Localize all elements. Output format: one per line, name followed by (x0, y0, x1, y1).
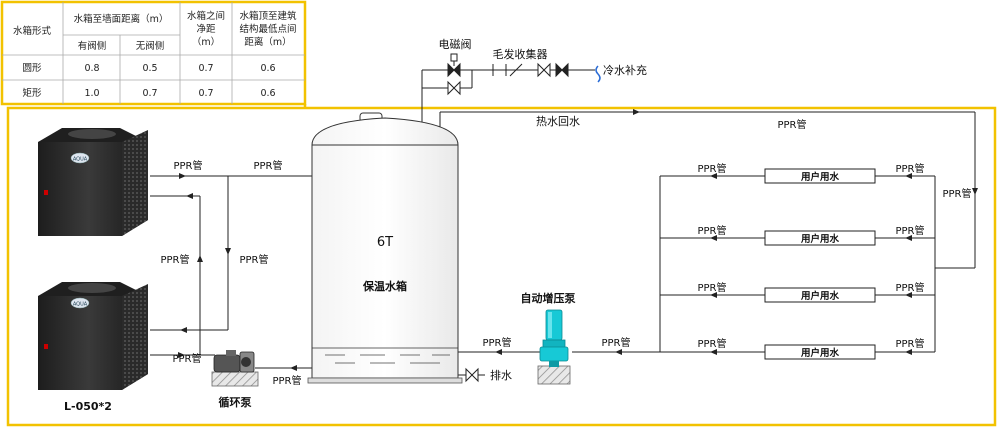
table-header-wall-distance: 水箱至墙面距离（m） (74, 13, 169, 25)
cold-water-label: 冷水补充 (603, 63, 647, 77)
ppr-label-9: PPR管 (697, 162, 726, 175)
ppr-label-10: PPR管 (697, 224, 726, 237)
heat-pump-unit-top[interactable]: AQUA (38, 128, 148, 236)
top-valves (447, 53, 569, 383)
user-box-3[interactable] (764, 287, 876, 303)
ppr-label-17: PPR管 (942, 187, 971, 200)
ppr-label-14: PPR管 (895, 224, 924, 237)
check-valve-2[interactable] (555, 62, 569, 78)
hair-collector-label: 毛发收集器 (493, 47, 548, 61)
brand-badge-top: AQUA (73, 157, 88, 163)
booster-pump-label: 自动增压泵 (521, 291, 576, 305)
user-box-1[interactable] (764, 168, 876, 184)
ppr-label-4: PPR管 (239, 253, 268, 266)
ppr-label-11: PPR管 (697, 281, 726, 294)
table-row-round-without: 0.5 (142, 63, 157, 74)
booster-pump[interactable] (537, 309, 571, 385)
ppr-label-1: PPR管 (173, 159, 202, 172)
hair-collector[interactable] (492, 63, 523, 77)
table-row-rect-with: 1.0 (84, 88, 99, 99)
user-box-1-label: 用户用水 (800, 171, 840, 183)
table-header-between-1: 水箱之间 (187, 10, 225, 22)
tank-capacity: 6T (377, 235, 393, 250)
table-row-round-between: 0.7 (198, 63, 213, 74)
ppr-label-5: PPR管 (172, 352, 201, 365)
user-box-4-label: 用户用水 (800, 347, 840, 359)
user-box-2[interactable] (764, 230, 876, 246)
user-box-4[interactable] (764, 344, 876, 360)
bypass-valve[interactable] (447, 80, 461, 96)
table-header-with-valve: 有阀侧 (78, 40, 107, 52)
ppr-label-13: PPR管 (895, 162, 924, 175)
ppr-label-15: PPR管 (895, 281, 924, 294)
table-row-round-top: 0.6 (260, 63, 275, 74)
solenoid-valve[interactable] (447, 53, 461, 78)
table-header-top-2: 结构最低点间 (239, 23, 296, 35)
ppr-label-16: PPR管 (895, 337, 924, 350)
user-boxes: 用户用水 用户用水 用户用水 用户用水 (764, 168, 876, 360)
table-header-top-3: 距离（m） (244, 36, 291, 48)
check-valve-1[interactable] (537, 62, 551, 78)
table-row-rect-without: 0.7 (142, 88, 157, 99)
ppr-label-8: PPR管 (601, 336, 630, 349)
drain-label: 排水 (490, 368, 512, 382)
table-header-top-1: 水箱顶至建筑 (239, 10, 297, 22)
heat-pump-unit-bottom[interactable]: AQUA (38, 282, 148, 390)
ppr-label-6: PPR管 (272, 374, 301, 387)
table-row-rect-between: 0.7 (198, 88, 213, 99)
storage-tank[interactable] (307, 112, 463, 384)
solenoid-valve-label: 电磁阀 (439, 37, 472, 51)
table-row-rect-type: 矩形 (22, 87, 42, 99)
table-row-round-type: 圆形 (22, 62, 42, 74)
ppr-label-3: PPR管 (160, 253, 189, 266)
ppr-label-12: PPR管 (697, 337, 726, 350)
table-header-without-valve: 无阀侧 (136, 40, 165, 52)
ppr-label-2: PPR管 (253, 159, 282, 172)
cold-water-source-icon (595, 65, 601, 83)
drain-valve[interactable] (465, 367, 479, 383)
table-header-between-2: 净距 (196, 23, 216, 35)
table-header-between-3: （m） (192, 36, 220, 48)
table-row-round-with: 0.8 (84, 63, 99, 74)
heat-pump-model: L-050*2 (64, 400, 112, 413)
tank-name: 保温水箱 (362, 279, 407, 293)
hot-water-return-label: 热水回水 (536, 115, 580, 128)
brand-badge-bottom: AQUA (73, 302, 88, 308)
ppr-label-return: PPR管 (777, 118, 806, 131)
table-frame (0, 0, 307, 106)
circulation-pump[interactable] (211, 350, 259, 387)
user-box-3-label: 用户用水 (800, 290, 840, 302)
diagram-frame (6, 104, 997, 427)
flow-arrows (178, 109, 978, 371)
circulation-pump-label: 循环泵 (219, 395, 252, 409)
spec-table: 水箱形式 水箱至墙面距离（m） 有阀侧 无阀侧 水箱之间 净距 （m） 水箱顶至… (2, 2, 305, 104)
table-header-type: 水箱形式 (13, 25, 52, 37)
table-row-rect-top: 0.6 (260, 88, 275, 99)
user-box-2-label: 用户用水 (800, 233, 840, 245)
ppr-label-7: PPR管 (482, 336, 511, 349)
